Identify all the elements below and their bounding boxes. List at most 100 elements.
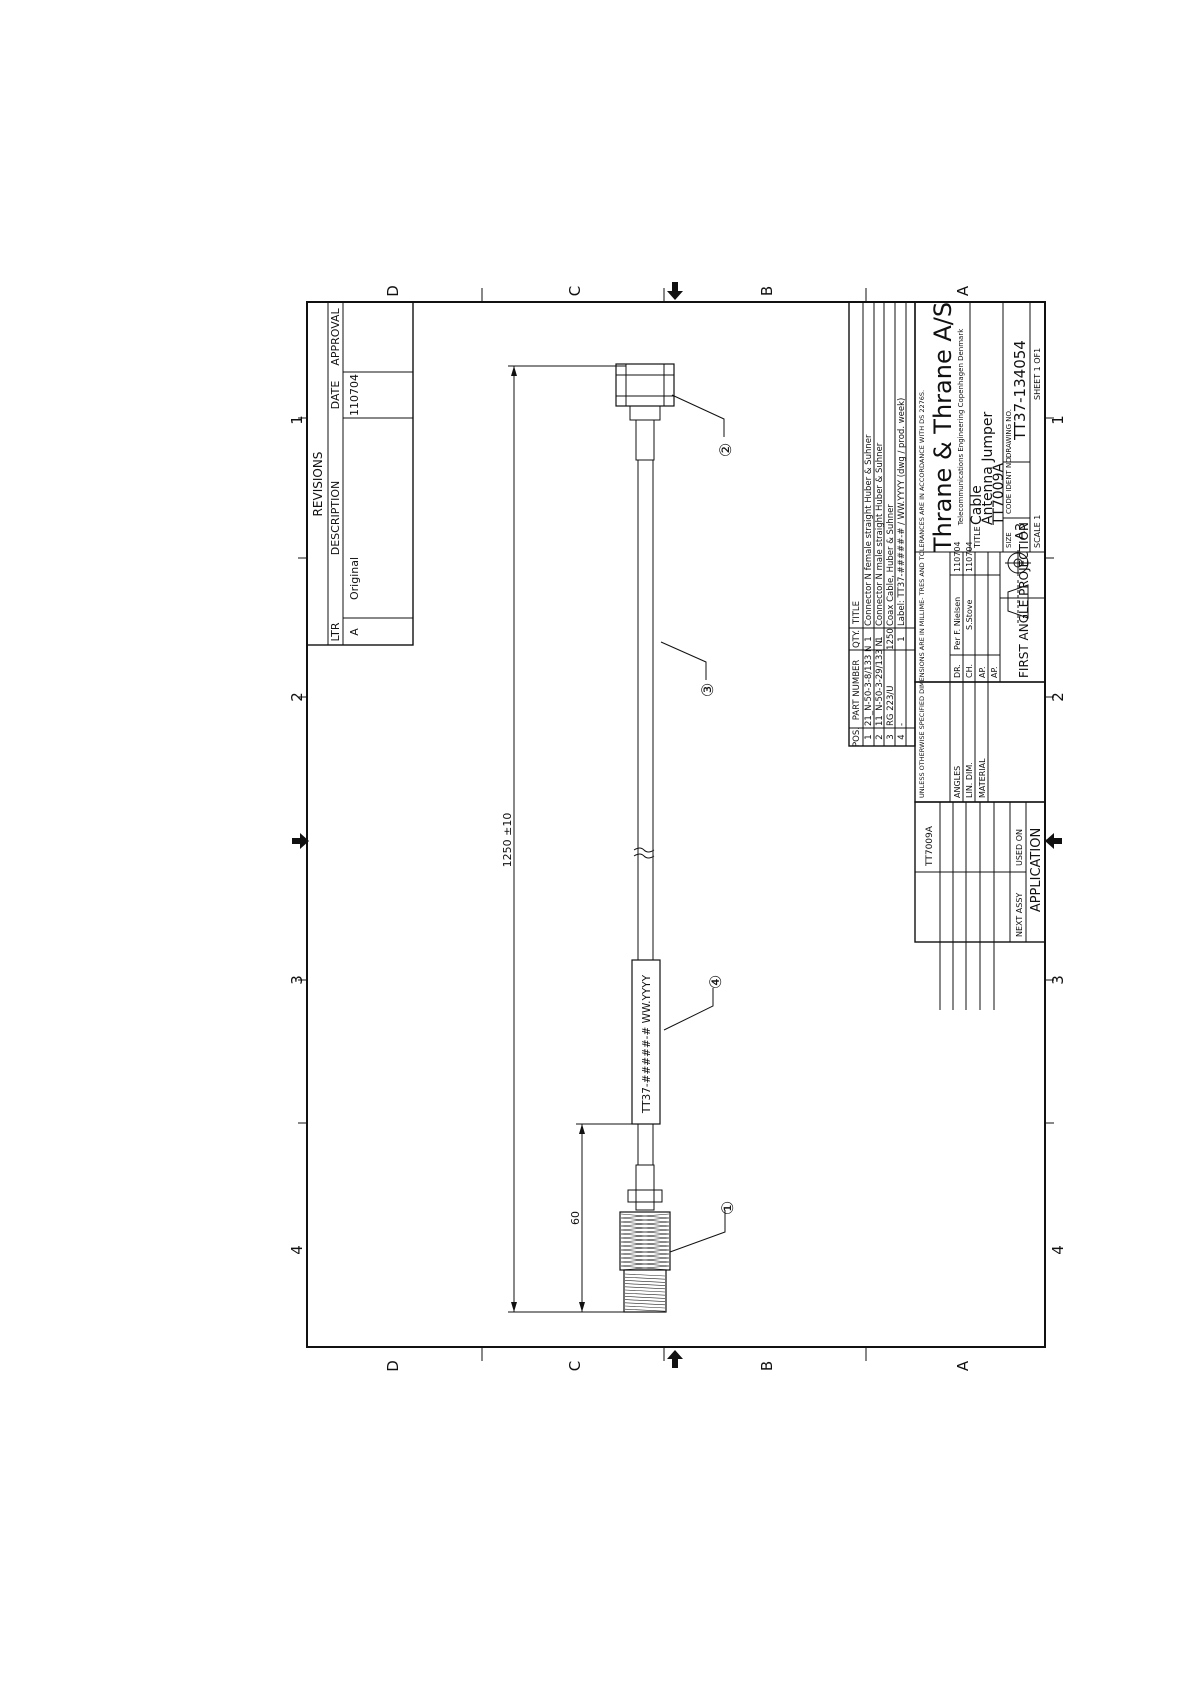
title-line: TT7009A xyxy=(991,463,1007,526)
company-subtitle: Telecommunications Engineering Copenhage… xyxy=(957,328,965,526)
revisions-header-description: DESCRIPTION xyxy=(329,481,342,555)
thread-hatch xyxy=(624,1305,666,1309)
zone-label: D xyxy=(384,285,402,297)
bom-pos: 2 xyxy=(875,734,885,739)
signature-role: CH. xyxy=(965,664,974,678)
knurl-hatch xyxy=(620,1229,670,1235)
signature-role: AP. xyxy=(978,666,987,678)
bom-pos: 4 xyxy=(897,734,907,739)
tolerance-note: UNLESS OTHERWISE SPECIFIED DIMENSIONS AR… xyxy=(918,390,926,798)
bom-header-pos: POS. xyxy=(852,727,862,747)
bom-qty: 1 xyxy=(864,636,874,641)
knurl-hatch xyxy=(620,1237,670,1243)
callout-balloons: ① ② ③ ④ xyxy=(660,394,737,1253)
thread-hatch xyxy=(624,1296,666,1299)
bom-header-title: TITLE xyxy=(852,601,862,625)
centering-arrow-left xyxy=(292,833,309,849)
zone-label: B xyxy=(758,1361,776,1371)
knurl-hatch xyxy=(620,1245,670,1251)
zone-label: 4 xyxy=(1049,1245,1067,1255)
size-value: A3 xyxy=(1014,523,1029,540)
thread-hatch xyxy=(624,1286,666,1290)
knurl-hatch xyxy=(620,1233,670,1239)
bom-table: POS. PART NUMBER QTY. TITLE 1 21_N-50-3-… xyxy=(848,301,916,747)
application-block: APPLICATION NEXT ASSY USED ON TT7009A xyxy=(914,801,1046,1010)
zone-label: 3 xyxy=(288,975,306,985)
zone-label: 3 xyxy=(1049,975,1067,985)
lin-dim-label: LIN. DIM. xyxy=(965,762,974,798)
knurl-hatch xyxy=(620,1253,670,1259)
connector-female xyxy=(619,1164,671,1313)
signature-role: AP. xyxy=(990,666,999,678)
projection-text: FIRST ANGLE PROJECTION xyxy=(1017,522,1031,678)
revisions-header-ltr: LTR xyxy=(329,622,342,641)
zone-label: C xyxy=(566,1361,584,1371)
centering-arrow-top xyxy=(667,282,683,300)
bom-part-number: RG 223/U xyxy=(886,685,896,726)
knurl-hatch xyxy=(620,1261,670,1267)
thread-hatch xyxy=(624,1283,666,1286)
thread-hatch xyxy=(624,1299,666,1302)
first-angle-projection-icon xyxy=(1005,550,1031,623)
dimension-overall: 1250 ±10 xyxy=(501,365,628,1313)
knurl-hatch xyxy=(620,1257,670,1263)
knurl-hatch xyxy=(620,1241,670,1247)
bom-title: Connector N male straight Huber & Suhner xyxy=(875,442,885,626)
bom-part-number: 21_N-50-3-8/133 N xyxy=(864,646,874,726)
thread-hatch xyxy=(624,1302,666,1306)
knurl-hatch xyxy=(620,1249,670,1255)
centering-arrow-bottom xyxy=(667,1350,683,1368)
bom-part-number: 11_N-50-3-29/133 N xyxy=(875,640,885,726)
thread-hatch xyxy=(624,1308,666,1312)
thread-hatch xyxy=(624,1280,666,1283)
zone-label: 2 xyxy=(1049,692,1067,702)
signature-date: 110704 xyxy=(965,541,974,572)
signature-role: DR. xyxy=(953,664,962,678)
zone-label: 4 xyxy=(288,1245,306,1255)
zone-label: D xyxy=(384,1360,402,1372)
drawing-no-label: DRAWING NO. xyxy=(1005,409,1013,458)
zone-label: A xyxy=(954,285,972,296)
used-on-label: USED ON xyxy=(1015,829,1024,866)
balloon-3: ③ xyxy=(698,683,717,697)
bom-pos: 3 xyxy=(886,734,896,739)
revisions-header-approval: APPROVAL xyxy=(329,307,342,365)
signature-date: 110704 xyxy=(953,541,962,572)
company-name: Thrane & Thrane A/S xyxy=(929,302,957,553)
knurl-hatch xyxy=(620,1217,670,1223)
revision-ltr: A xyxy=(348,628,361,636)
angles-label: ANGLES xyxy=(953,766,962,798)
bom-qty: 1 xyxy=(897,636,907,641)
scale-text: SCALE 1 xyxy=(1033,515,1042,548)
bom-part-number: - xyxy=(897,723,907,726)
sheet-text: SHEET 1 OF1 xyxy=(1033,348,1042,400)
bom-qty: 1 xyxy=(875,636,885,641)
zone-label: 1 xyxy=(288,415,306,425)
revision-description: Original xyxy=(348,557,361,600)
title-line: Cable xyxy=(969,485,985,525)
signature-name: S.Stove xyxy=(965,600,974,630)
title-label: TITLE xyxy=(973,526,982,549)
title-block: Thrane & Thrane A/S Telecommunications E… xyxy=(914,301,1046,803)
connector-male xyxy=(615,363,675,461)
bom-title: Connector N female straight Huber & Suhn… xyxy=(864,434,874,626)
signature-name: Per F. Nielsen xyxy=(953,597,962,650)
zone-label: A xyxy=(954,1360,972,1371)
zone-labels: D C B A D C B A 1 2 3 4 1 2 3 4 xyxy=(288,285,1067,1372)
revisions-table: REVISIONS LTR DESCRIPTION DATE APPROVAL … xyxy=(306,301,414,646)
drawing-number: TT37-134054 xyxy=(1011,340,1029,441)
code-ident-label: CODE IDENT NO. xyxy=(1005,455,1013,514)
centering-arrow-right xyxy=(1045,833,1062,849)
knurl-hatch xyxy=(620,1221,670,1227)
bom-pos: 1 xyxy=(864,734,874,739)
cable-label-text: TT37-#####-# WW.YYYY xyxy=(641,974,653,1114)
balloon-2: ② xyxy=(716,443,735,457)
next-assy-label: NEXT ASSY xyxy=(1015,893,1024,937)
balloon-4: ④ xyxy=(706,975,725,989)
knurl-hatch xyxy=(620,1213,670,1219)
title-line: Antenna Jumper xyxy=(980,412,996,525)
cable-label-sleeve: TT37-#####-# WW.YYYY xyxy=(631,959,661,1125)
next-assy-value: TT7009A xyxy=(925,825,935,867)
zone-label: 2 xyxy=(288,692,306,702)
thread-hatch xyxy=(624,1292,666,1296)
